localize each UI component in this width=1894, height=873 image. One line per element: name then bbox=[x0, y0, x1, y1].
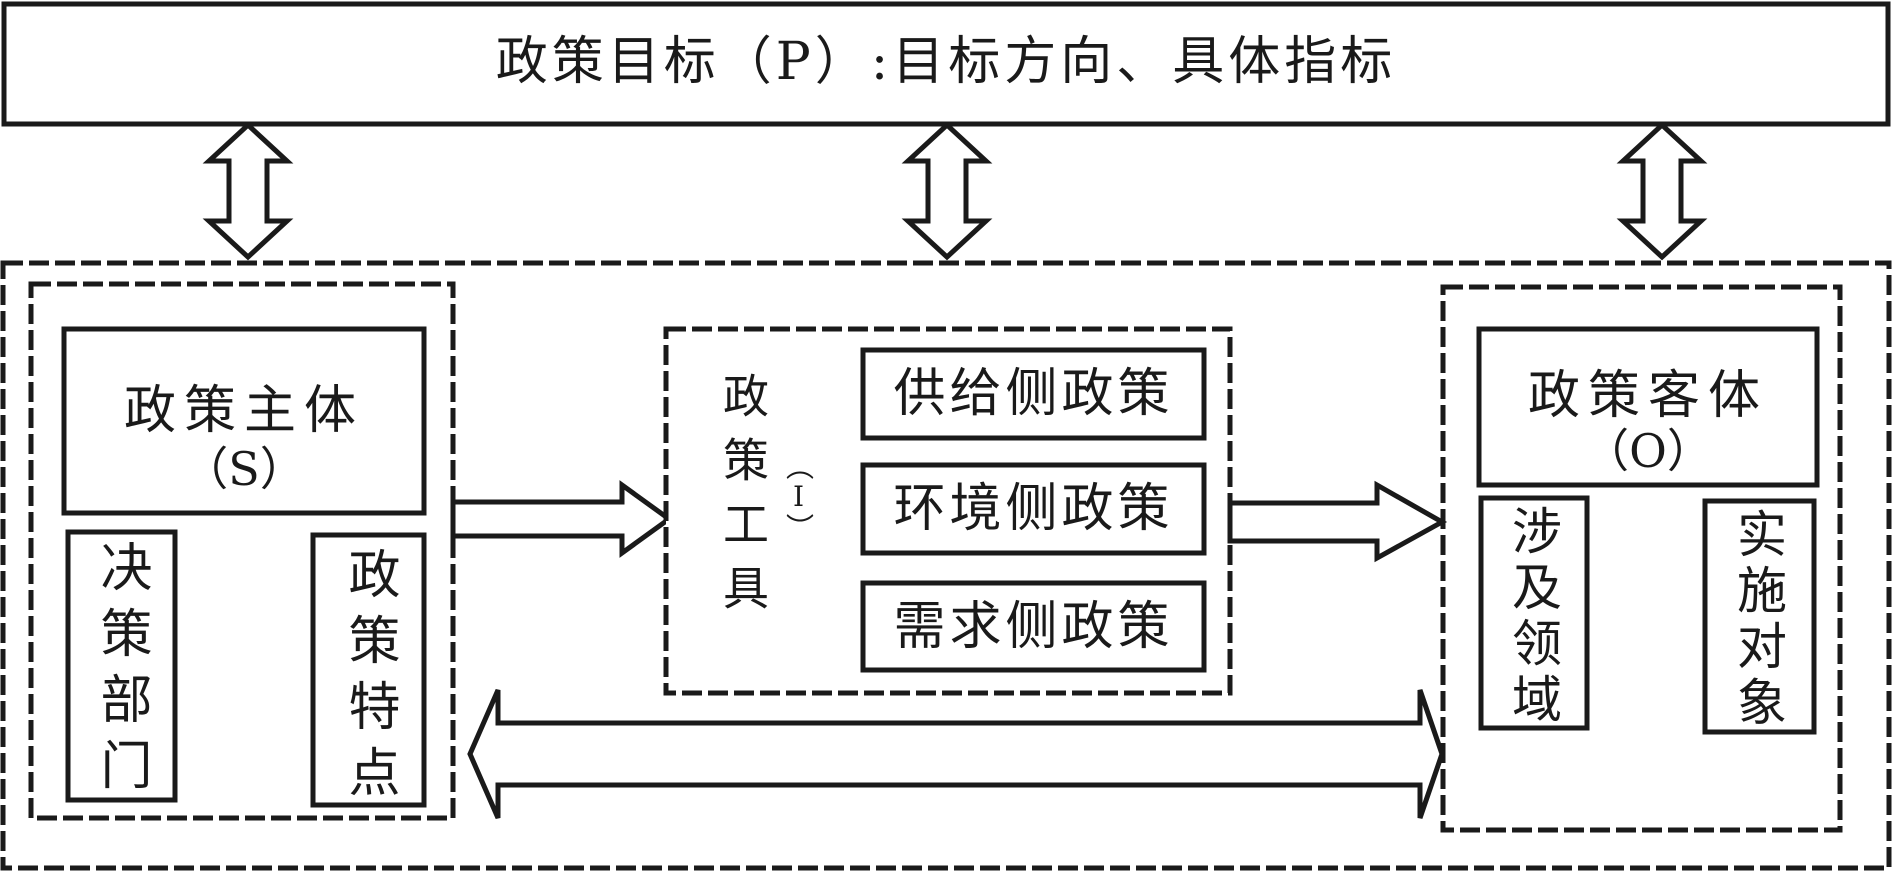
subject-title-box bbox=[61, 326, 427, 516]
tool-box-1 bbox=[860, 347, 1207, 441]
policy-goal-box bbox=[1, 1, 1891, 127]
tools-to-object-arrow bbox=[1227, 480, 1448, 563]
object-child-domains: 涉及领域 bbox=[1504, 505, 1562, 729]
subject-code: （S） bbox=[182, 442, 306, 496]
subject-child-policy-features: 政策特点 bbox=[339, 547, 399, 811]
tool-box-3 bbox=[860, 580, 1207, 673]
object-child-box-2 bbox=[1702, 498, 1817, 735]
tools-code: （I） bbox=[782, 452, 815, 541]
tool-supply-side: 供给侧政策 bbox=[893, 364, 1174, 424]
subject-child-box-1 bbox=[65, 529, 178, 803]
tools-label: 政策工具 bbox=[716, 372, 770, 628]
goal-subject-double-arrow bbox=[202, 121, 294, 261]
goal-object-double-arrow bbox=[1616, 121, 1708, 261]
object-child-targets: 实施对象 bbox=[1729, 508, 1787, 732]
object-title-box bbox=[1476, 326, 1820, 488]
object-child-box-1 bbox=[1478, 495, 1590, 731]
object-code: （O） bbox=[1583, 424, 1713, 478]
object-group bbox=[1440, 284, 1843, 833]
tool-box-2 bbox=[860, 462, 1207, 556]
subject-child-decision-dept: 决策部门 bbox=[91, 540, 151, 804]
tool-environment-side: 环境侧政策 bbox=[893, 479, 1174, 539]
system-container bbox=[0, 260, 1892, 871]
subject-child-box-2 bbox=[310, 532, 427, 808]
subject-to-tools-arrow bbox=[450, 480, 674, 558]
object-title: 政策客体 bbox=[1527, 366, 1768, 426]
tool-demand-side: 需求侧政策 bbox=[893, 597, 1174, 657]
goal-tools-double-arrow bbox=[901, 121, 993, 261]
subject-group bbox=[28, 281, 456, 821]
policy-goal-title: 政策目标（P）:目标方向、具体指标 bbox=[495, 32, 1397, 92]
subject-object-double-arrow-shape bbox=[467, 688, 1445, 820]
subject-title: 政策主体 bbox=[123, 381, 364, 441]
